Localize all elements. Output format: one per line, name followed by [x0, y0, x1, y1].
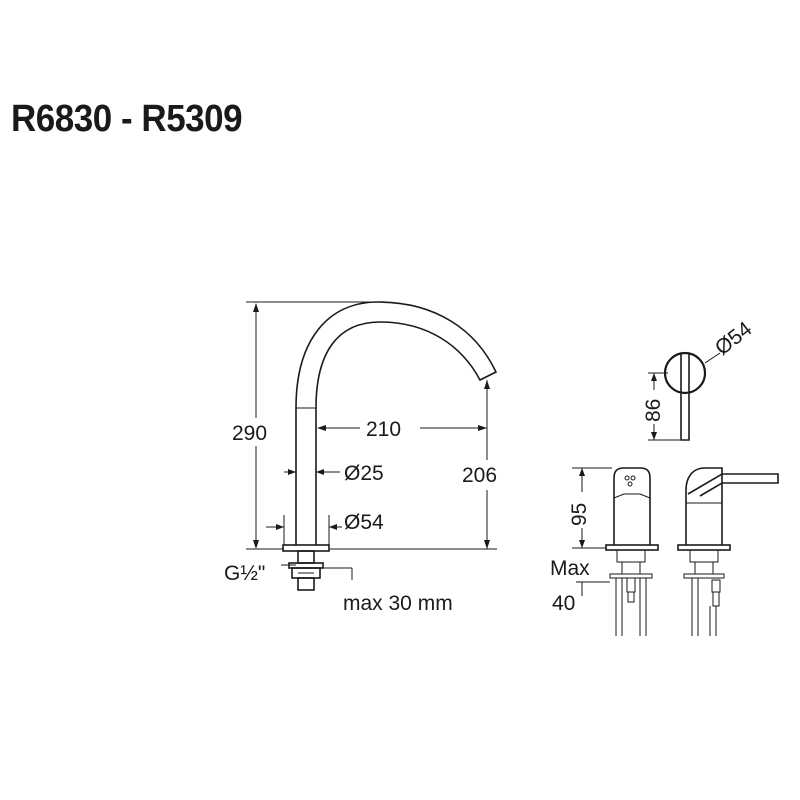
- front-shank: [626, 577, 636, 593]
- base-arrow-left: [276, 524, 284, 530]
- outlet-206-label: 206: [462, 464, 497, 487]
- outlet-arrow-up: [484, 380, 490, 389]
- max-label: Max: [550, 557, 590, 580]
- side-lever-outline: [687, 473, 779, 497]
- tube-arrow-left: [288, 469, 296, 475]
- cold-indicator: [630, 475, 636, 481]
- tube-arrow-right: [316, 469, 324, 475]
- reach-arrow-right: [478, 425, 487, 431]
- model-title: R6830 - R5309: [11, 98, 243, 140]
- front-lever-line: [613, 493, 651, 499]
- side-shank-end: [712, 591, 720, 607]
- side-body-outline: [685, 467, 723, 545]
- front-arrow-down: [579, 540, 585, 548]
- reach-arrow-left: [317, 425, 326, 431]
- height-label-bg: [228, 418, 280, 446]
- threaded-shank: [297, 550, 315, 564]
- side-base-flange: [677, 544, 731, 551]
- mixer-body-circle: [663, 351, 707, 395]
- mixer-top-view: Ø54 86: [640, 317, 757, 441]
- front-body-outline: [613, 467, 651, 545]
- arrow-down: [253, 540, 259, 549]
- indicator-dot: [627, 481, 633, 487]
- lever-top-outline: [680, 353, 690, 441]
- spout-drawing: 290 210 206 Ø25: [224, 301, 516, 615]
- front-label-bg: [564, 492, 590, 528]
- mixer-front-view: 95 Max 40: [550, 467, 659, 636]
- tube-diameter-label: Ø25: [344, 462, 384, 485]
- shank-lower: [297, 577, 315, 591]
- top-dia-leader: [704, 352, 721, 364]
- outlet-label-bg: [458, 460, 516, 490]
- front-shank-end: [627, 591, 635, 603]
- base-flange: [282, 544, 330, 552]
- spout-outline: [295, 301, 498, 545]
- side-shank: [711, 579, 721, 593]
- max-value-label: 40: [552, 592, 575, 615]
- front-fixing-block: [616, 549, 646, 563]
- thread-label: G½": [224, 562, 265, 585]
- lever-86-label: 86: [642, 399, 665, 422]
- side-fixing-block: [689, 549, 719, 563]
- deck-thickness-label: max 30 mm: [343, 592, 453, 615]
- height-290-label: 290: [232, 422, 267, 445]
- front-fixing-plate: [609, 573, 653, 579]
- mixer-side-view: [677, 467, 779, 636]
- base-diameter-label: Ø54: [344, 511, 384, 534]
- hot-indicator: [624, 475, 630, 481]
- lever-label-bg: [640, 390, 664, 424]
- lever-arrow-up: [651, 373, 657, 381]
- arrow-up: [253, 303, 259, 312]
- top-diameter-label: Ø54: [711, 317, 757, 360]
- front-arrow-up: [579, 468, 585, 476]
- front-95-label: 95: [568, 503, 591, 526]
- lever-arrow-down: [651, 432, 657, 440]
- outlet-arrow-down: [484, 540, 490, 549]
- front-base-flange: [605, 544, 659, 551]
- side-fixing-plate: [683, 573, 725, 579]
- reach-210-label: 210: [366, 418, 401, 441]
- base-arrow-right: [329, 524, 337, 530]
